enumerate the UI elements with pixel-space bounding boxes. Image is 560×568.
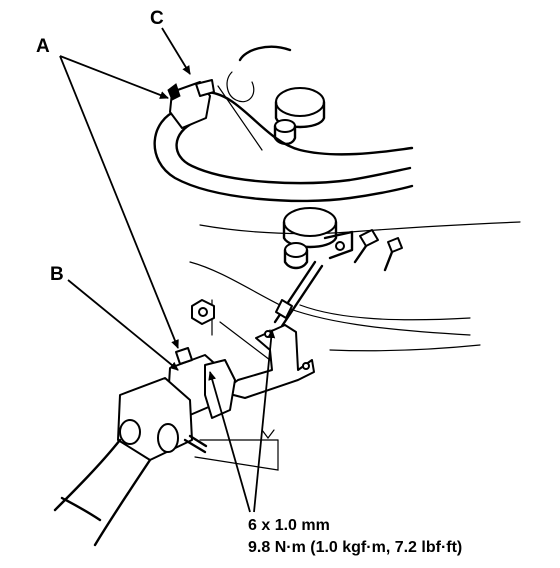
leader-bolt-1 [208,371,251,513]
upper-hose [153,45,414,203]
nut [191,299,215,325]
leader-b [67,279,179,371]
bolt-size-label: 6 x 1.0 mm [248,517,330,534]
upper-clamp [167,79,215,129]
callout-a: A [36,36,50,57]
leader-a-lower [59,55,179,349]
upper-grommet [273,87,326,146]
leader-lines [59,27,276,513]
callout-c: C [150,8,164,29]
torque-value-label: 9.8 N·m (1.0 kgf·m, 7.2 lbf·ft) [248,539,462,556]
leader-c [161,27,191,75]
leader-bolt-2 [253,329,276,513]
bolts-right [353,229,403,272]
lower-connector [117,347,236,461]
connecting-rod [273,260,324,328]
callout-b: B [50,264,64,285]
leader-a-upper [59,55,169,99]
reference-lines [189,71,521,471]
lower-hose [53,438,152,547]
middle-grommet [282,207,354,270]
